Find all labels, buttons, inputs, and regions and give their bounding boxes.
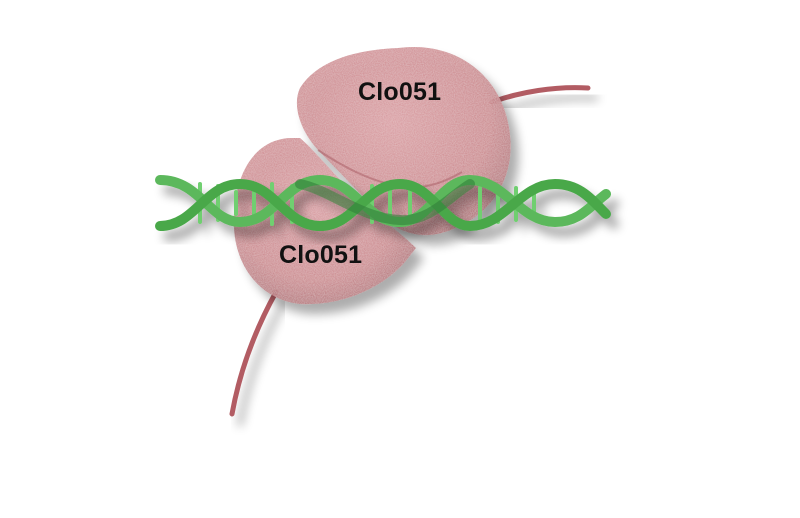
bottom-protein-label: Clo051	[279, 241, 363, 269]
top-protein-tail	[489, 85, 591, 105]
bottom-protein-tail	[229, 289, 279, 417]
top-protein-label: Clo051	[358, 78, 442, 106]
dna-double-helix-icon	[155, 174, 611, 232]
